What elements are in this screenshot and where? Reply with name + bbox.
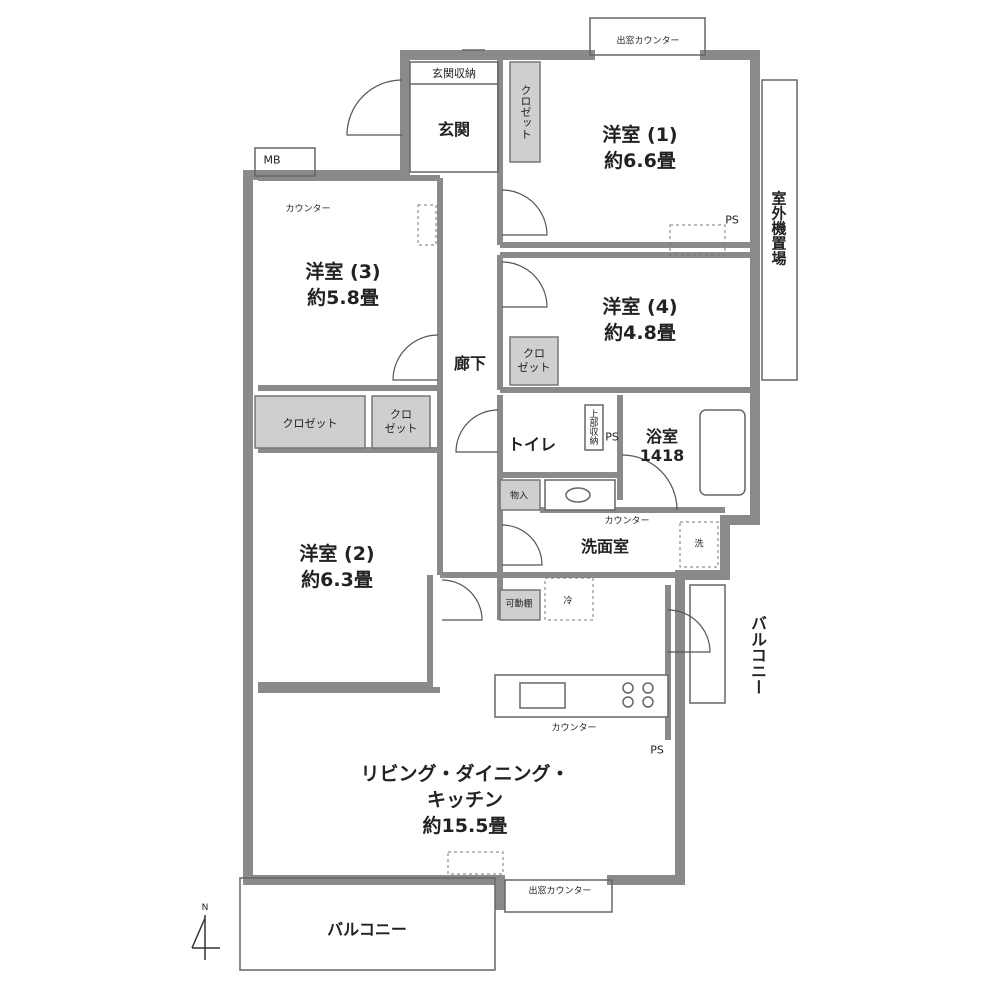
closet-label-w4-1: クロ xyxy=(523,347,545,360)
closet-label-w2b: クロ ゼット xyxy=(385,408,418,436)
closet-label-w2b-2: ゼット xyxy=(384,422,418,435)
room-western-3-name: 洋室 (3) xyxy=(305,261,381,283)
counter-label-washroom: カウンター xyxy=(604,516,650,527)
room-western-1-size: 約6.6畳 xyxy=(604,150,676,172)
washer-label: 洗 xyxy=(694,539,704,550)
room-western-4-name: 洋室 (4) xyxy=(602,296,678,318)
outdoor-unit-label: 室外機置場 xyxy=(769,190,788,266)
doors xyxy=(346,79,711,653)
room-western-4: 洋室 (4) 約4.8畳 xyxy=(602,294,677,346)
closet-label-w4-2: ゼット xyxy=(517,361,551,374)
room-ldk-name-1: リビング・ダイニング・ xyxy=(360,763,570,785)
shelf-label: 可動棚 xyxy=(505,599,533,610)
closet-label-w2: クロゼット xyxy=(282,417,338,430)
washroom-label: 洗面室 xyxy=(580,537,630,556)
fixtures xyxy=(417,204,746,875)
room-ldk: リビング・ダイニング・ キッチン 約15.5畳 xyxy=(360,761,569,839)
room-western-2: 洋室 (2) 約6.3畳 xyxy=(299,541,374,593)
bay-counter-top: 出窓カウンター xyxy=(616,36,680,47)
bath-label: 浴室 1418 xyxy=(640,427,685,465)
entrance-area xyxy=(409,61,499,173)
bath-name: 浴室 xyxy=(645,427,678,446)
room-western-1-name: 洋室 (1) xyxy=(602,124,678,146)
entrance-storage-label: 玄関収納 xyxy=(432,67,476,80)
ps-label-1: PS xyxy=(725,213,739,227)
compass-label: N xyxy=(201,903,209,913)
room-western-1: 洋室 (1) 約6.6畳 xyxy=(602,122,677,174)
balcony-south-label: バルコニー xyxy=(327,920,407,939)
bay-counter-bottom: 出窓カウンター xyxy=(528,886,592,897)
exterior-walls xyxy=(243,50,760,910)
closet-label-w4: クロ ゼット xyxy=(518,347,551,375)
room-ldk-size: 約15.5畳 xyxy=(422,815,508,837)
balcony-east-label: バルコニー xyxy=(748,615,767,695)
room-western-3: 洋室 (3) 約5.8畳 xyxy=(305,259,380,311)
closets xyxy=(254,61,559,621)
room-ldk-name-2: キッチン xyxy=(426,789,504,811)
upper-storage-label: 上部収納 xyxy=(587,409,598,445)
counter-label-kitchen: カウンター xyxy=(551,723,597,734)
counter-label-w3: カウンター xyxy=(285,204,331,215)
room-western-3-size: 約5.8畳 xyxy=(307,287,379,309)
entrance-label: 玄関 xyxy=(437,120,471,139)
corridor-label: 廊下 xyxy=(453,354,487,373)
window-frames xyxy=(239,17,798,971)
room-western-4-size: 約4.8畳 xyxy=(604,322,676,344)
storage-label: 物入 xyxy=(509,491,529,502)
closet-label-w1: クロゼット xyxy=(519,84,532,140)
room-western-2-name: 洋室 (2) xyxy=(299,543,375,565)
mb-label: MB xyxy=(263,153,281,167)
ps-label-3: PS xyxy=(650,743,664,757)
room-western-2-size: 約6.3畳 xyxy=(301,569,373,591)
fridge-label: 冷 xyxy=(563,596,573,607)
compass-icon xyxy=(191,915,220,960)
closet-label-w2b-1: クロ xyxy=(390,408,412,421)
interior-walls xyxy=(258,55,755,740)
ps-label-2: PS xyxy=(605,430,619,444)
toilet-label: トイレ xyxy=(507,435,557,454)
bath-size: 1418 xyxy=(639,446,685,465)
